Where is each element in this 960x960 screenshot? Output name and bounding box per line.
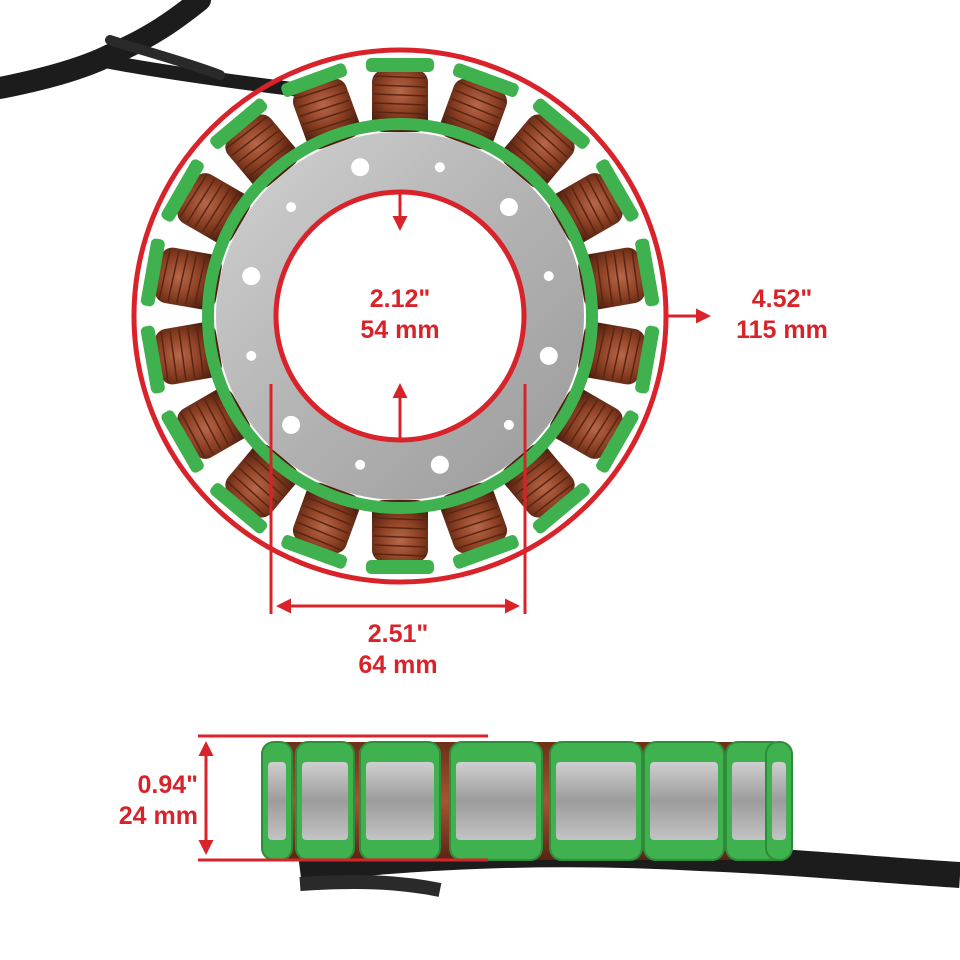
mounting-hole	[503, 419, 514, 430]
mounting-hole	[543, 271, 554, 282]
side-tooth	[765, 741, 793, 861]
outer-diameter-circle	[131, 47, 669, 585]
bolt-spacing-mm: 64 mm	[358, 651, 438, 679]
height-mm: 24 mm	[118, 802, 198, 830]
mounting-hole	[282, 415, 301, 434]
wire-harness-top	[0, 0, 307, 99]
bolt-spacing-inches: 2.51"	[367, 620, 429, 648]
mounting-hole	[242, 267, 261, 286]
bolt-spacing-label: 2.51" 64 mm	[340, 619, 456, 681]
inner-diameter-inches: 2.12"	[369, 285, 431, 313]
mounting-hole	[539, 346, 558, 365]
mounting-hole	[286, 202, 297, 213]
mounting-hole	[351, 158, 370, 177]
mounting-hole	[499, 198, 518, 217]
inner-diameter-mm: 54 mm	[360, 316, 440, 344]
outer-diameter-mm: 115 mm	[736, 316, 828, 344]
mounting-holes	[242, 158, 558, 474]
side-tooth	[549, 741, 643, 861]
outer-diameter-label: 4.52" 115 mm	[722, 284, 842, 346]
height-inches: 0.94"	[137, 771, 198, 799]
mounting-hole	[430, 455, 449, 474]
coil	[366, 500, 434, 574]
mounting-hole	[246, 350, 257, 361]
mounting-hole	[355, 459, 366, 470]
inner-diameter-label: 2.12" 54 mm	[352, 284, 448, 346]
insulator-ring	[202, 118, 598, 514]
side-tooth	[643, 741, 725, 861]
side-tooth	[449, 741, 543, 861]
outer-diameter-inches: 4.52"	[751, 285, 813, 313]
stator-side-view	[261, 741, 960, 897]
side-tooth	[261, 741, 293, 861]
height-label: 0.94" 24 mm	[100, 770, 198, 832]
mounting-hole	[434, 162, 445, 173]
side-tooth	[359, 741, 441, 861]
side-tooth	[295, 741, 355, 861]
